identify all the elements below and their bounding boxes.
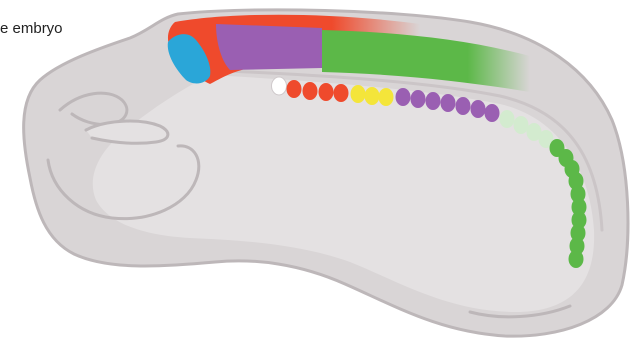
somite-red: [319, 83, 334, 101]
somite-yellow: [365, 87, 380, 105]
somite-purple: [396, 88, 411, 106]
somite-yellow: [351, 85, 366, 103]
somite-red: [303, 82, 318, 100]
somite-white: [272, 77, 287, 95]
somite-purple: [456, 97, 471, 115]
head-fold-middle: [86, 121, 168, 143]
somite-pale-green: [514, 116, 529, 134]
somite-red: [334, 84, 349, 102]
somite-yellow: [379, 88, 394, 106]
purple-domain: [216, 24, 322, 70]
somite-pale-green: [500, 110, 515, 128]
somite-purple: [471, 100, 486, 118]
somite-red: [287, 80, 302, 98]
somite-purple: [411, 90, 426, 108]
somite-purple: [426, 92, 441, 110]
somite-purple: [485, 104, 500, 122]
somite-green: [569, 250, 584, 268]
somite-purple: [441, 94, 456, 112]
